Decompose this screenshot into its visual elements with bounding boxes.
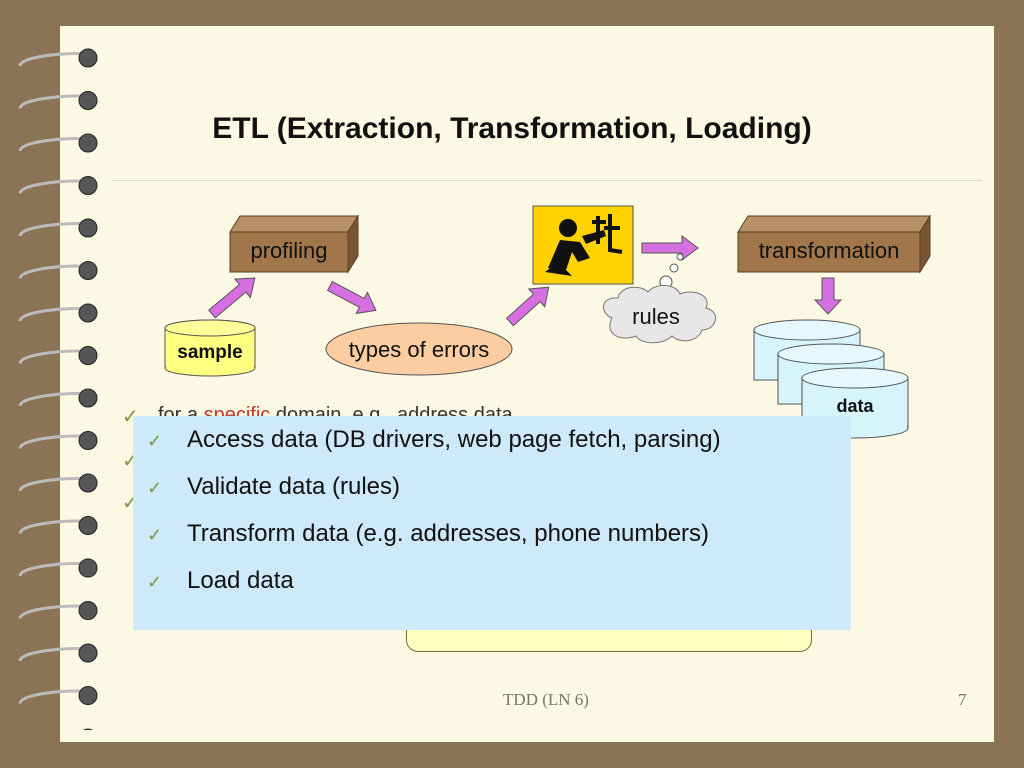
list-item: ✓Transform data (e.g. addresses, phone n… xyxy=(133,520,851,567)
worker-icon xyxy=(532,205,634,285)
spiral-binding xyxy=(18,48,98,730)
etl-steps-panel: ✓Access data (DB drivers, web page fetch… xyxy=(133,416,851,630)
profiling-box xyxy=(229,214,359,274)
footer-label: TDD (LN 6) xyxy=(503,690,589,709)
spiral-hole xyxy=(78,388,98,408)
check-icon: ✓ xyxy=(147,478,163,498)
spiral-hole xyxy=(78,303,98,323)
arrow-worker-to-transformation xyxy=(641,235,699,261)
spiral-hole xyxy=(78,176,98,195)
check-icon: ✓ xyxy=(147,572,163,592)
spiral-hole xyxy=(78,431,98,450)
list-item: ✓Access data (DB drivers, web page fetch… xyxy=(133,426,851,473)
types-of-errors-ellipse xyxy=(325,322,513,376)
spiral-hole xyxy=(78,346,98,365)
list-item: ✓Validate data (rules) xyxy=(133,473,851,520)
transformation-label: transformation xyxy=(758,238,900,263)
transformation-box xyxy=(737,214,931,274)
spiral-hole xyxy=(82,728,94,730)
list-item: ✓Load data xyxy=(133,567,851,614)
spiral-hole xyxy=(78,261,98,280)
arrow-transformation-to-data xyxy=(813,277,843,315)
arrow-sample-to-profiling xyxy=(208,277,256,319)
profiling-label: profiling xyxy=(250,238,328,263)
rules-label: rules xyxy=(632,304,680,329)
title-divider xyxy=(112,180,982,181)
sample-cylinder xyxy=(164,319,256,377)
spiral-hole xyxy=(78,473,98,493)
spiral-hole xyxy=(78,218,98,238)
data-label: data xyxy=(836,396,874,416)
spiral-hole xyxy=(78,643,98,663)
spiral-hole xyxy=(78,601,98,620)
arrow-errors-to-worker xyxy=(505,286,550,327)
check-icon: ✓ xyxy=(147,525,163,545)
spiral-hole xyxy=(78,48,98,68)
rules-cloud xyxy=(603,285,716,344)
spiral-hole xyxy=(78,516,98,535)
page-number: 7 xyxy=(958,690,967,709)
sample-label: sample xyxy=(177,342,243,363)
spiral-hole xyxy=(78,686,98,705)
spiral-hole xyxy=(78,91,98,110)
check-icon: ✓ xyxy=(147,431,163,451)
slide-title: ETL (Extraction, Transformation, Loading… xyxy=(212,112,812,145)
types-of-errors-label: types of errors xyxy=(348,337,490,362)
spiral-hole xyxy=(78,558,98,578)
arrow-profiling-to-errors xyxy=(326,280,377,315)
spiral-hole xyxy=(78,133,98,153)
